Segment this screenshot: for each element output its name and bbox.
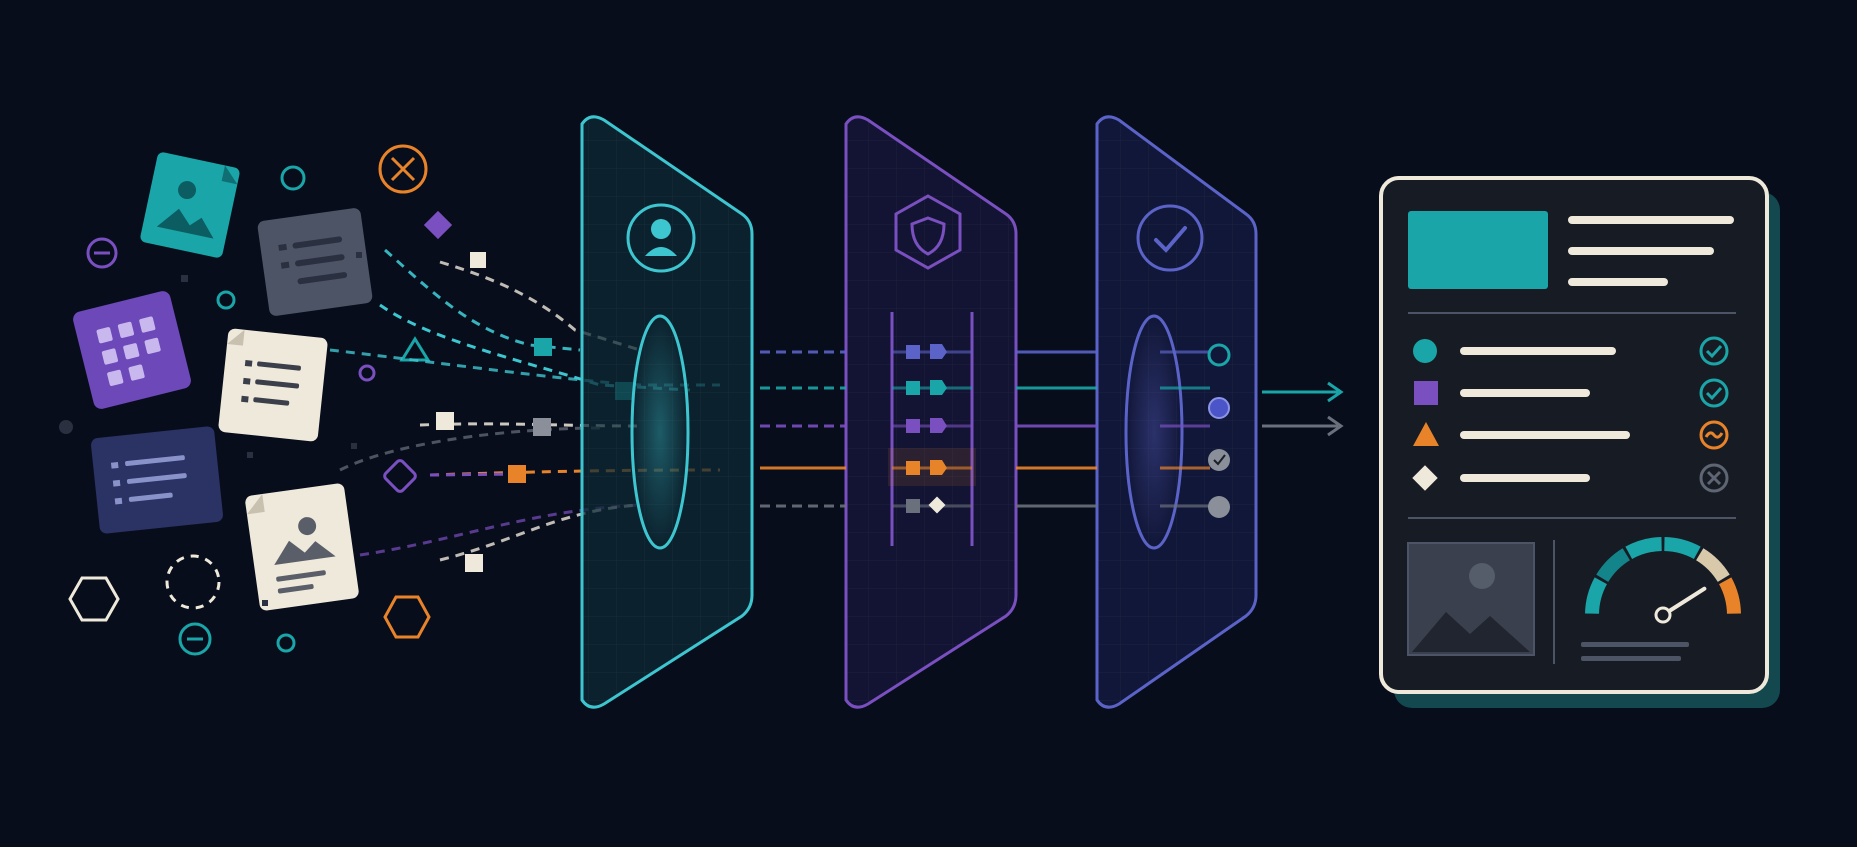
stream-marker: [906, 461, 920, 475]
gauge-segment: [1718, 577, 1741, 615]
diamond-outline-icon: [383, 459, 417, 493]
gauge-segment: [1625, 537, 1663, 560]
scattered-shapes: [59, 144, 453, 656]
stage-identity: [580, 115, 754, 709]
gauge-segment: [1663, 537, 1701, 560]
output-row: [1413, 420, 1729, 450]
gauge-segment: [1585, 577, 1608, 615]
image-document-icon: [140, 152, 240, 258]
check-icon: [1699, 336, 1729, 366]
stream-marker: [906, 419, 920, 433]
square-icon: [1414, 381, 1438, 405]
minus-circle-icon: [178, 622, 212, 656]
small-circle-icon: [358, 364, 376, 382]
output-list: [1412, 336, 1729, 493]
circle-icon: [280, 165, 306, 191]
stream-line: [760, 418, 1210, 433]
grid-document-icon: [73, 291, 191, 409]
highlight-band: [888, 448, 976, 486]
stream-marker: [906, 345, 920, 359]
gauge-meter: [1585, 537, 1741, 624]
circle-icon: [1413, 339, 1437, 363]
text-document-icon: [257, 208, 373, 316]
row-text-line: [1460, 431, 1630, 439]
x-circle-icon: [378, 144, 428, 194]
gauge-segment: [1596, 548, 1631, 583]
stream-line: [760, 344, 1210, 359]
small-circle-icon: [216, 290, 236, 310]
stream-line: [760, 380, 1210, 395]
input-documents: [73, 152, 373, 611]
lens-ring: [630, 314, 690, 550]
output-panel: [1379, 176, 1780, 708]
output-row: [1413, 336, 1729, 366]
hexagon-icon: [68, 576, 120, 622]
check-icon: [1699, 378, 1729, 408]
triangle-icon: [399, 336, 431, 362]
stream-line: [760, 496, 1210, 514]
output-row: [1414, 378, 1729, 408]
shield-icon: [894, 194, 962, 270]
gauge-caption-lines: [1581, 642, 1689, 661]
stream-marker: [930, 344, 947, 359]
stage-security: [844, 115, 1018, 709]
parallel-streams: [760, 344, 1210, 514]
stream-marker: [930, 380, 947, 395]
row-text-line: [1460, 347, 1616, 355]
dot-icon: [59, 420, 73, 434]
stream-marker: [906, 381, 920, 395]
cross-icon: [1699, 463, 1729, 493]
validation-status-dots: [1207, 343, 1231, 518]
lens-ring: [1124, 314, 1184, 550]
user-icon: [626, 203, 696, 273]
minus-circle-icon: [86, 237, 118, 269]
stream-marker: [906, 499, 920, 513]
stream-marker: [930, 418, 947, 433]
small-circle-icon: [276, 633, 296, 653]
header-thumbnail: [1408, 211, 1548, 289]
photo-document-icon: [245, 483, 359, 611]
filter-stages: [580, 115, 1258, 709]
navy-list-document-icon: [91, 426, 223, 534]
row-text-line: [1460, 474, 1590, 482]
output-arrows: [1262, 381, 1344, 437]
header-text-lines: [1568, 216, 1734, 286]
stream-marker: [928, 496, 946, 514]
image-placeholder-icon: [1407, 542, 1535, 656]
gauge-pivot: [1654, 606, 1672, 624]
list-document-icon: [218, 328, 328, 442]
stream-marker: [930, 460, 947, 475]
hexagon-icon: [383, 595, 431, 639]
triangle-icon: [1413, 422, 1439, 446]
stream-line: [760, 460, 1210, 475]
gauge-segment: [1695, 548, 1730, 583]
diamond-icon: [423, 210, 453, 240]
stage-validation: [1095, 115, 1258, 709]
approx-icon: [1699, 420, 1729, 450]
dashed-circle-icon: [165, 554, 221, 610]
row-text-line: [1460, 389, 1590, 397]
check-icon: [1136, 204, 1204, 272]
